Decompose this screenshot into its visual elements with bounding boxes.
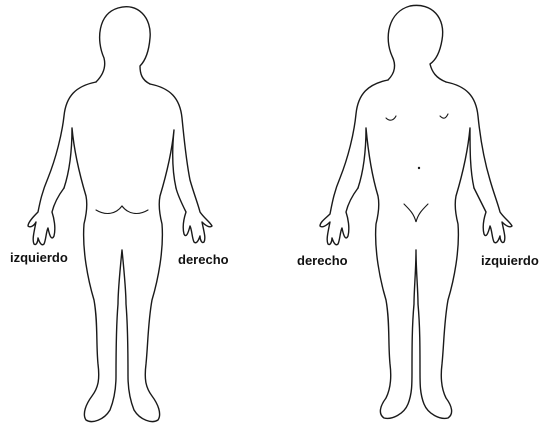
front-head bbox=[388, 5, 446, 82]
back-right-side-label: derecho bbox=[178, 253, 229, 266]
front-right-arm bbox=[446, 82, 512, 243]
front-right-side-label: izquierdo bbox=[481, 254, 539, 267]
front-torso bbox=[358, 128, 474, 418]
front-chest-marks bbox=[386, 114, 448, 120]
front-left-side-label: derecho bbox=[297, 254, 348, 267]
front-left-arm bbox=[320, 80, 388, 245]
back-left-side-label: izquierdo bbox=[10, 251, 68, 264]
front-groin bbox=[404, 204, 428, 222]
front-navel bbox=[418, 167, 420, 169]
